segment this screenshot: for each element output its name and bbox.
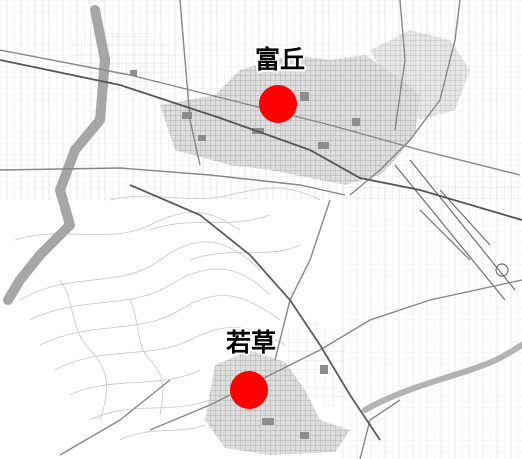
river [3, 5, 110, 305]
contour-lines [14, 187, 321, 441]
tomioka-marker[interactable] [259, 85, 297, 123]
farm-field-grid [340, 180, 522, 459]
wakakusa-label: 若草 [225, 328, 276, 357]
wakakusa-marker[interactable] [230, 371, 268, 409]
river-south [362, 342, 522, 413]
tomioka-urban-area [160, 55, 420, 185]
urban-area-east [370, 30, 470, 120]
tomioka-label: 富丘 [255, 45, 305, 74]
village-area [70, 30, 175, 95]
railway [0, 59, 522, 221]
railway-south [129, 184, 381, 441]
